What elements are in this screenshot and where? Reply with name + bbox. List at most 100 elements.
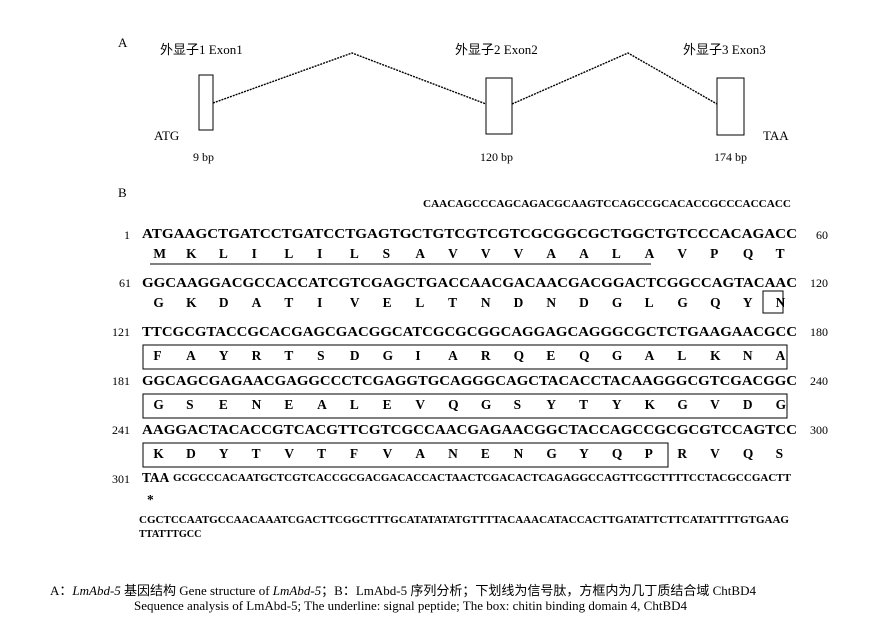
amino-acid: Q xyxy=(513,348,525,363)
caption-gene-2: LmAbd-5 xyxy=(272,583,322,598)
row1-end: 60 xyxy=(816,228,828,242)
amino-acid: E xyxy=(382,397,392,412)
exon2-size: 120 bp xyxy=(480,150,513,164)
amino-acid: V xyxy=(677,246,688,261)
exon2-box xyxy=(485,77,513,135)
row3-start: 121 xyxy=(112,325,130,339)
amino-acid: L xyxy=(415,295,425,310)
amino-acid: P xyxy=(644,446,653,461)
amino-acid: D xyxy=(186,446,196,461)
amino-acid: Y xyxy=(611,397,622,412)
row6-start: 301 xyxy=(112,472,130,486)
amino-acid: V xyxy=(415,397,426,412)
amino-acid: R xyxy=(480,348,491,363)
utr3-line3: TTATTTGCC xyxy=(139,529,202,540)
amino-acid: V xyxy=(513,246,524,261)
chtbd4-box-row5 xyxy=(142,442,669,468)
amino-acid: V xyxy=(710,446,720,461)
amino-acid: L xyxy=(611,246,621,261)
intron1-line xyxy=(212,52,487,105)
amino-acid: M xyxy=(153,246,167,261)
caption-gene-1: LmAbd-5 xyxy=(72,583,121,598)
exon1-label: 外显子1 Exon1 xyxy=(160,42,243,57)
row4-start: 181 xyxy=(112,374,130,388)
amino-acid: E xyxy=(284,397,294,412)
amino-acid: L xyxy=(644,295,654,310)
caption-a: A： xyxy=(50,583,73,598)
amino-acid: G xyxy=(677,295,688,310)
amino-acid: I xyxy=(415,348,421,363)
panel-a-label: A xyxy=(118,35,128,50)
amino-acid: Q xyxy=(448,397,459,412)
amino-acid: I xyxy=(317,246,323,261)
amino-acid: D xyxy=(513,295,524,310)
amino-acid: T xyxy=(284,295,294,310)
exon3-label: 外显子3 Exon3 xyxy=(683,42,766,57)
amino-acid: R xyxy=(251,348,262,363)
amino-acid: I xyxy=(251,246,257,261)
row4-nt: GGCAGCGAGAACGAGGCCCTCGAGGTGCAGGGCAGCTACA… xyxy=(142,373,798,388)
stop-asterisk: * xyxy=(147,492,154,507)
amino-acid: G xyxy=(480,397,492,412)
amino-acid: L xyxy=(349,246,359,261)
exon3-size: 174 bp xyxy=(714,150,747,164)
amino-acid: A xyxy=(546,246,557,261)
exon1-box xyxy=(198,74,214,131)
row3-nt: TTCGCGTACCGCACGAGCGACGGCATCGCGCGGCAGGAGC… xyxy=(142,324,797,339)
amino-acid: S xyxy=(513,397,522,412)
amino-acid: S xyxy=(382,246,391,261)
amino-acid: V xyxy=(349,295,360,310)
row5-start: 241 xyxy=(112,423,130,437)
amino-acid: T xyxy=(317,446,327,461)
amino-acid: S xyxy=(186,397,194,412)
amino-acid: G xyxy=(611,295,623,310)
amino-acid: N xyxy=(251,397,262,412)
exon3-box xyxy=(716,77,745,136)
amino-acid: A xyxy=(415,246,426,261)
amino-acid: A xyxy=(644,246,655,261)
amino-acid: G xyxy=(153,295,164,310)
amino-acid: Y xyxy=(218,348,229,363)
utr3-line2: CGCTCCAATGCCAACAAATCGACTTCGGCTTTGCATATAT… xyxy=(139,515,789,526)
amino-acid: S xyxy=(775,446,784,461)
amino-acid: N xyxy=(513,446,524,461)
amino-acid: T xyxy=(284,348,294,363)
amino-acid: G xyxy=(546,446,557,461)
amino-acid: A xyxy=(415,446,426,461)
row3-end: 180 xyxy=(810,325,828,339)
amino-acid: Q xyxy=(742,446,754,461)
amino-acid: N xyxy=(775,295,786,310)
amino-acid: V xyxy=(284,446,295,461)
chtbd4-box-n xyxy=(762,290,784,314)
amino-acid: Q xyxy=(742,246,754,261)
row2-nt: GGCAAGGACGCCACCATCGTCGAGCTGACCAACGACAACG… xyxy=(142,275,797,290)
amino-acid: A xyxy=(317,397,327,412)
amino-acid: L xyxy=(218,246,228,261)
amino-acid: A xyxy=(644,348,655,363)
row1-nt: ATGAAGCTGATCCTGATCCTGAGTGCTGTCGTCGTCGCGG… xyxy=(142,226,797,241)
amino-acid: N xyxy=(480,295,491,310)
amino-acid: E xyxy=(546,348,556,363)
amino-acid: E xyxy=(218,397,228,412)
amino-acid: K xyxy=(186,295,197,310)
amino-acid: D xyxy=(349,348,360,363)
caption-line1: A：LmAbd-5 基因结构 Gene structure of LmAbd-5… xyxy=(50,580,756,599)
amino-acid: S xyxy=(317,348,325,363)
amino-acid: N xyxy=(448,446,458,461)
caption-line2: Sequence analysis of LmAbd-5; The underl… xyxy=(134,598,688,613)
row5-end: 300 xyxy=(810,423,828,437)
amino-acid: G xyxy=(775,397,787,412)
amino-acid: A xyxy=(251,295,262,310)
amino-acid: R xyxy=(677,446,688,461)
amino-acid: L xyxy=(284,246,294,261)
amino-acid: N xyxy=(546,295,557,310)
exon1-size: 9 bp xyxy=(193,150,214,164)
amino-acid: F xyxy=(153,348,162,363)
panel-b-label: B xyxy=(118,185,127,200)
amino-acid: E xyxy=(382,295,392,310)
amino-acid: Q xyxy=(579,348,590,363)
amino-acid: K xyxy=(644,397,656,412)
amino-acid: A xyxy=(579,246,589,261)
utr3-line1: GCGCCCACAATGCTCGTCACCGCGACGACACCACTAACTC… xyxy=(173,473,791,484)
